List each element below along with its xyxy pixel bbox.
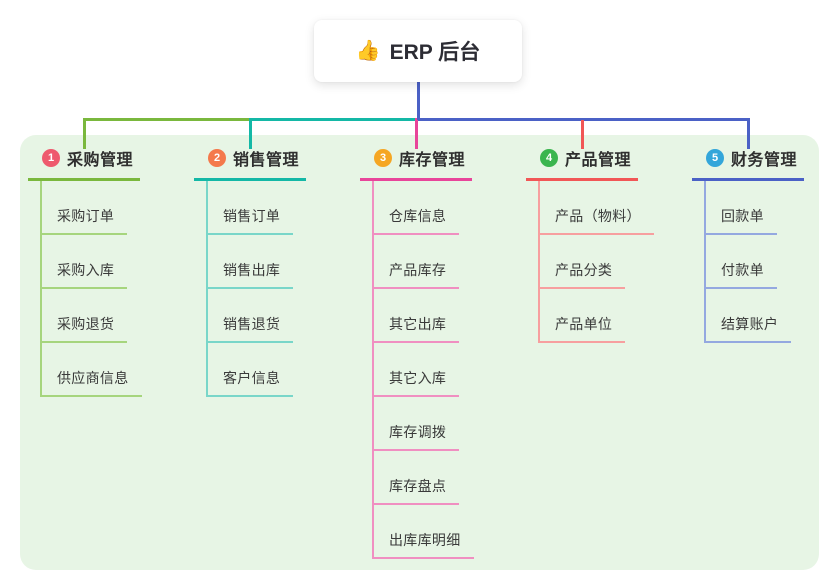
child-label: 产品库存 <box>389 262 447 278</box>
child-label: 库存盘点 <box>389 478 447 494</box>
child-label: 回款单 <box>721 208 764 224</box>
connector-line <box>747 120 750 149</box>
child-node[interactable]: 供应商信息 <box>42 343 142 397</box>
child-label: 销售订单 <box>223 208 281 224</box>
child-node[interactable]: 付款单 <box>706 235 777 289</box>
branch-number-badge: 4 <box>540 149 558 167</box>
child-node[interactable]: 结算账户 <box>706 289 792 343</box>
branch-node[interactable]: 4 产品管理 <box>526 146 638 181</box>
child-label: 产品单位 <box>555 316 613 332</box>
thumbs-up-icon: 👍 <box>355 40 381 62</box>
branch-number-badge: 5 <box>706 149 724 167</box>
branch-number-badge: 3 <box>374 149 392 167</box>
root-title: ERP 后台 <box>389 41 481 64</box>
branch-label: 采购管理 <box>67 152 134 169</box>
branch-children: 产品（物料） 产品分类 产品单位 <box>538 181 654 343</box>
child-label: 其它入库 <box>389 370 447 386</box>
branch-label: 销售管理 <box>233 152 300 169</box>
child-node[interactable]: 仓库信息 <box>374 181 460 235</box>
branch-column: 4 产品管理 产品（物料） 产品分类 产品单位 <box>526 146 654 343</box>
child-node[interactable]: 回款单 <box>706 181 777 235</box>
child-label: 产品（物料） <box>555 208 641 224</box>
child-label: 采购订单 <box>57 208 115 224</box>
child-label: 采购入库 <box>57 262 115 278</box>
child-node[interactable]: 产品库存 <box>374 235 460 289</box>
connector-line <box>581 120 584 149</box>
child-node[interactable]: 出库库明细 <box>374 505 474 559</box>
branch-column: 1 采购管理 采购订单 采购入库 采购退货 供应商信息 <box>28 146 142 397</box>
branch-number-badge: 1 <box>42 149 60 167</box>
connector-line <box>415 120 418 149</box>
branch-node[interactable]: 3 库存管理 <box>360 146 472 181</box>
child-node[interactable]: 产品分类 <box>540 235 626 289</box>
child-node[interactable]: 产品单位 <box>540 289 626 343</box>
child-label: 结算账户 <box>721 316 779 332</box>
branch-label: 库存管理 <box>399 152 466 169</box>
child-node[interactable]: 采购订单 <box>42 181 128 235</box>
branch-number-badge: 2 <box>208 149 226 167</box>
branch-children: 采购订单 采购入库 采购退货 供应商信息 <box>40 181 142 397</box>
child-label: 仓库信息 <box>389 208 447 224</box>
child-node[interactable]: 产品（物料） <box>540 181 654 235</box>
branch-column: 5 财务管理 回款单 付款单 结算账户 <box>692 146 804 343</box>
branch-column: 3 库存管理 仓库信息 产品库存 其它出库 其它入库 库存调拨 库存盘点 出库库… <box>360 146 474 559</box>
root-node[interactable]: 👍 ERP 后台 <box>314 20 522 82</box>
connector-line <box>249 118 420 121</box>
child-label: 供应商信息 <box>57 370 129 386</box>
branch-children: 仓库信息 产品库存 其它出库 其它入库 库存调拨 库存盘点 出库库明细 <box>372 181 474 559</box>
child-node[interactable]: 采购入库 <box>42 235 128 289</box>
branch-node[interactable]: 2 销售管理 <box>194 146 306 181</box>
branch-children: 销售订单 销售出库 销售退货 客户信息 <box>206 181 294 397</box>
child-node[interactable]: 其它出库 <box>374 289 460 343</box>
child-node[interactable]: 销售订单 <box>208 181 294 235</box>
branch-node[interactable]: 5 财务管理 <box>692 146 804 181</box>
child-node[interactable]: 其它入库 <box>374 343 460 397</box>
child-label: 其它出库 <box>389 316 447 332</box>
child-node[interactable]: 销售退货 <box>208 289 294 343</box>
connector-line <box>417 118 750 121</box>
child-label: 采购退货 <box>57 316 115 332</box>
child-node[interactable]: 库存盘点 <box>374 451 460 505</box>
child-node[interactable]: 客户信息 <box>208 343 294 397</box>
child-node[interactable]: 库存调拨 <box>374 397 460 451</box>
branch-node[interactable]: 1 采购管理 <box>28 146 140 181</box>
branch-children: 回款单 付款单 结算账户 <box>704 181 792 343</box>
child-label: 付款单 <box>721 262 764 278</box>
connector-line <box>417 82 420 121</box>
branch-label: 产品管理 <box>565 152 632 169</box>
child-label: 客户信息 <box>223 370 281 386</box>
connector-line <box>249 120 252 149</box>
connector-line <box>83 120 86 149</box>
child-label: 销售退货 <box>223 316 281 332</box>
child-label: 库存调拨 <box>389 424 447 440</box>
branch-label: 财务管理 <box>731 152 798 169</box>
child-label: 产品分类 <box>555 262 613 278</box>
branches-panel <box>20 135 819 570</box>
child-node[interactable]: 采购退货 <box>42 289 128 343</box>
child-node[interactable]: 销售出库 <box>208 235 294 289</box>
child-label: 销售出库 <box>223 262 281 278</box>
child-label: 出库库明细 <box>389 532 461 548</box>
branch-column: 2 销售管理 销售订单 销售出库 销售退货 客户信息 <box>194 146 306 397</box>
